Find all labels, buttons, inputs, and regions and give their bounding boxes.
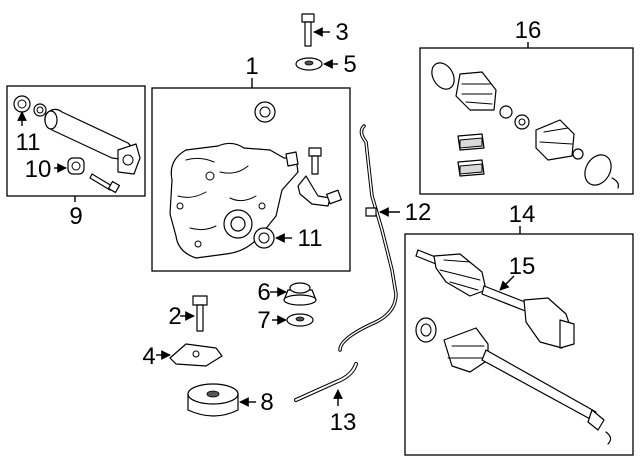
callout-6: 6 [257, 279, 270, 306]
part-11-seal-right[interactable] [253, 227, 275, 249]
callout-12: 12 [405, 199, 432, 226]
part-14-axle-shaft[interactable] [415, 249, 612, 445]
part-1-differential-housing[interactable] [169, 142, 299, 259]
part-3-bolt[interactable] [301, 13, 315, 47]
part-8-mount[interactable] [187, 383, 239, 417]
callout-16: 16 [515, 17, 542, 44]
group-1-box [151, 87, 351, 272]
part-5-washer[interactable] [295, 57, 323, 71]
part-11-seal-left[interactable] [13, 95, 47, 117]
callout-15: 15 [509, 253, 536, 280]
callout-13: 13 [330, 409, 357, 436]
part-1-seal-top[interactable] [254, 101, 276, 123]
group-16-box [419, 47, 634, 195]
callout-2: 2 [168, 303, 181, 330]
part-13-hose[interactable] [294, 362, 358, 402]
part-1-bracket[interactable] [297, 175, 342, 207]
bolt-9-group[interactable] [89, 173, 121, 194]
callout-11-left: 11 [16, 129, 41, 156]
callout-9: 9 [69, 203, 82, 230]
group-9-box [6, 85, 146, 197]
part-2-bolt[interactable] [192, 295, 208, 332]
callout-7: 7 [257, 307, 270, 334]
leader-lines [17, 27, 529, 407]
part-4-mount-bracket[interactable] [169, 343, 223, 367]
callout-5: 5 [343, 51, 356, 78]
part-10-bushing[interactable] [67, 157, 85, 175]
group-14-box [404, 233, 634, 456]
callout-3: 3 [335, 19, 348, 46]
part-12-vent-hose[interactable] [338, 124, 398, 352]
part-1-bolt[interactable] [308, 147, 322, 175]
part-9-axle-tube[interactable] [44, 108, 141, 175]
part-7-washer[interactable] [286, 313, 314, 327]
callout-4: 4 [142, 343, 155, 370]
callout-11-right: 11 [298, 225, 323, 252]
callout-14: 14 [509, 201, 536, 228]
callout-10: 10 [25, 156, 52, 183]
callout-8: 8 [260, 389, 273, 416]
part-16-boot-kit[interactable] [427, 59, 619, 190]
part-6-bushing[interactable] [283, 282, 317, 306]
callout-1: 1 [245, 53, 258, 80]
